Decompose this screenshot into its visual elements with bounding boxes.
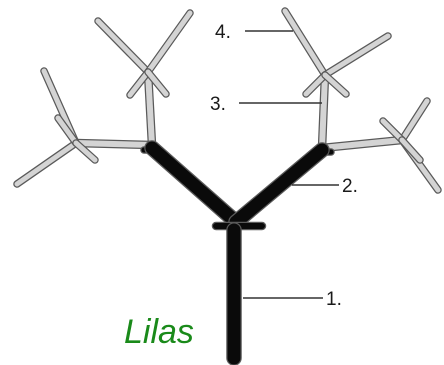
main-branch	[229, 143, 329, 229]
secondary-branch	[319, 137, 405, 151]
label-trunk: 1.	[326, 289, 342, 310]
twig	[127, 69, 151, 98]
label-twig: 4.	[215, 22, 231, 43]
main-branch	[145, 141, 243, 229]
twig	[145, 69, 169, 97]
twig	[322, 72, 349, 97]
leader-lines	[239, 30, 339, 299]
dark-branches	[140, 140, 335, 365]
twig	[145, 10, 193, 75]
twig	[322, 33, 391, 78]
twig	[73, 140, 98, 163]
twig	[55, 115, 79, 146]
twig	[95, 18, 151, 75]
secondary-branch	[73, 140, 155, 148]
twig	[282, 8, 328, 78]
twig	[303, 72, 328, 97]
twig	[399, 98, 430, 143]
secondary-branch	[319, 72, 328, 151]
twig	[380, 118, 405, 143]
label-secondary-branch: 3.	[210, 94, 226, 115]
twig	[399, 137, 423, 163]
light-branches	[13, 7, 442, 194]
species-caption: Lilas	[124, 313, 194, 351]
secondary-branch	[145, 69, 155, 148]
twig	[14, 140, 79, 187]
label-main-branch: 2.	[342, 176, 358, 197]
